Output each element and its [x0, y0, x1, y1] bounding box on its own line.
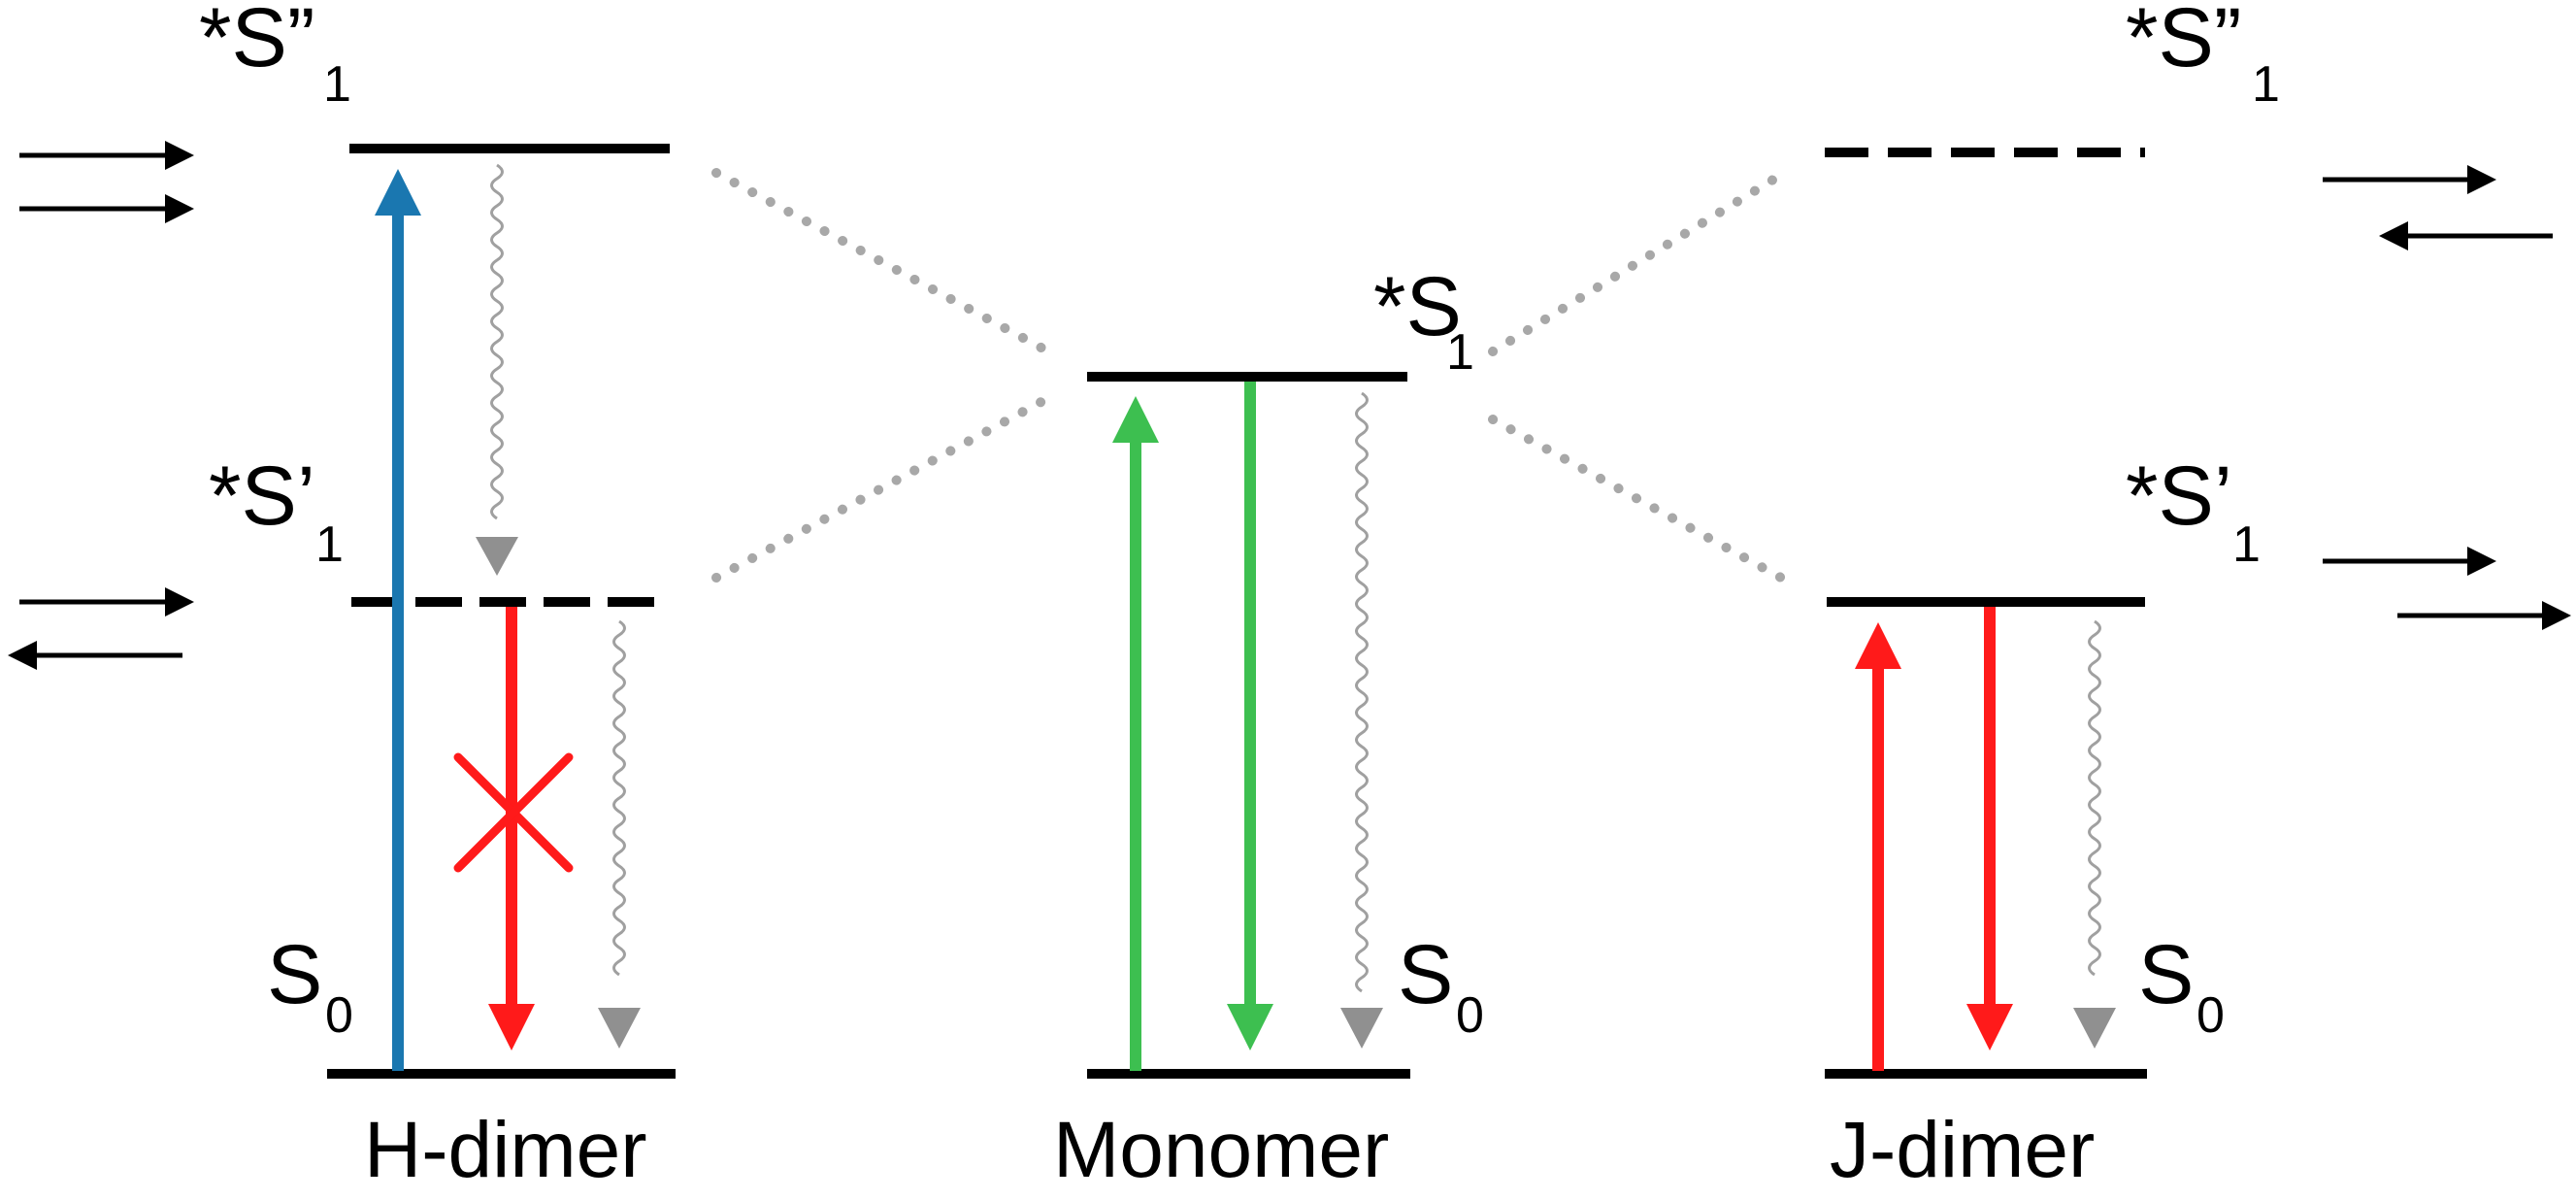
correlation-lines — [711, 168, 1786, 583]
level-labels: *S” 1 *S’ 1 S 0 *S 1 S 0 *S” 1 *S’ 1 S 0 — [199, 0, 2280, 1044]
monomer-s1-subscript: 1 — [1446, 324, 1474, 381]
j-dimer-s0-subscript: 0 — [2196, 987, 2225, 1044]
panel-labels: H-dimer Monomer J-dimer — [364, 1106, 2095, 1194]
h-dimer-panel-label: H-dimer — [364, 1106, 647, 1194]
h-dimer-levels — [327, 144, 676, 1079]
j-dimer-levels — [1825, 148, 2147, 1079]
h-dimer-relaxation-wavy-arrow — [490, 163, 504, 520]
monomer-levels — [1087, 372, 1410, 1079]
j-dimer-s1pp-label: *S” — [2126, 0, 2241, 84]
correlation-line-h-upper — [711, 168, 1053, 356]
monomer-s0-label: S — [1398, 928, 1453, 1021]
correlation-line-h-lower — [711, 393, 1053, 583]
monomer-nonradiative-arrowhead — [1340, 1008, 1383, 1049]
h-dimer-s1p-subscript: 1 — [315, 517, 344, 573]
h-dimer-s0-subscript: 0 — [325, 987, 353, 1044]
h-dimer-nonradiative-arrowhead — [598, 1008, 641, 1049]
h-dimer-transitions — [375, 163, 641, 1071]
monomer-nonradiative-wavy-arrow — [1355, 391, 1369, 993]
h-dimer-nonradiative-wavy-arrow — [612, 619, 626, 977]
monomer-panel-label: Monomer — [1053, 1106, 1389, 1194]
j-dimer-s1p-subscript: 1 — [2232, 517, 2261, 573]
forbidden-x-mark-icon — [453, 752, 574, 873]
correlation-line-j-upper — [1488, 170, 1786, 356]
h-dimer-s1p-antiparallel-dipoles-icon — [7, 587, 194, 670]
monomer-s1-label: *S — [1373, 260, 1462, 353]
j-dimer-transitions — [1855, 607, 2116, 1071]
monomer-s0-subscript: 0 — [1456, 987, 1484, 1044]
monomer-transitions — [1112, 382, 1383, 1071]
j-dimer-nonradiative-wavy-arrow — [2088, 619, 2101, 977]
j-dimer-s0-label: S — [2138, 928, 2194, 1021]
j-dimer-s1pp-antiparallel-dipoles-icon — [2323, 165, 2553, 250]
j-dimer-s1pp-subscript: 1 — [2252, 56, 2280, 113]
j-dimer-s1p-headtotail-dipoles-icon — [2323, 547, 2571, 630]
h-dimer-s1pp-label: *S” — [199, 0, 314, 84]
dipole-arrows — [7, 141, 2571, 670]
correlation-line-j-lower — [1488, 415, 1786, 583]
h-dimer-s1pp-parallel-dipoles-icon — [19, 141, 194, 223]
h-dimer-s1p-label: *S’ — [209, 450, 315, 543]
j-dimer-nonradiative-arrowhead — [2073, 1008, 2116, 1049]
j-dimer-s1p-label: *S’ — [2126, 450, 2232, 543]
h-dimer-relaxation-arrowhead — [476, 537, 518, 576]
h-dimer-s0-label: S — [267, 928, 322, 1021]
h-dimer-s1pp-subscript: 1 — [323, 56, 351, 113]
j-dimer-panel-label: J-dimer — [1830, 1106, 2095, 1194]
